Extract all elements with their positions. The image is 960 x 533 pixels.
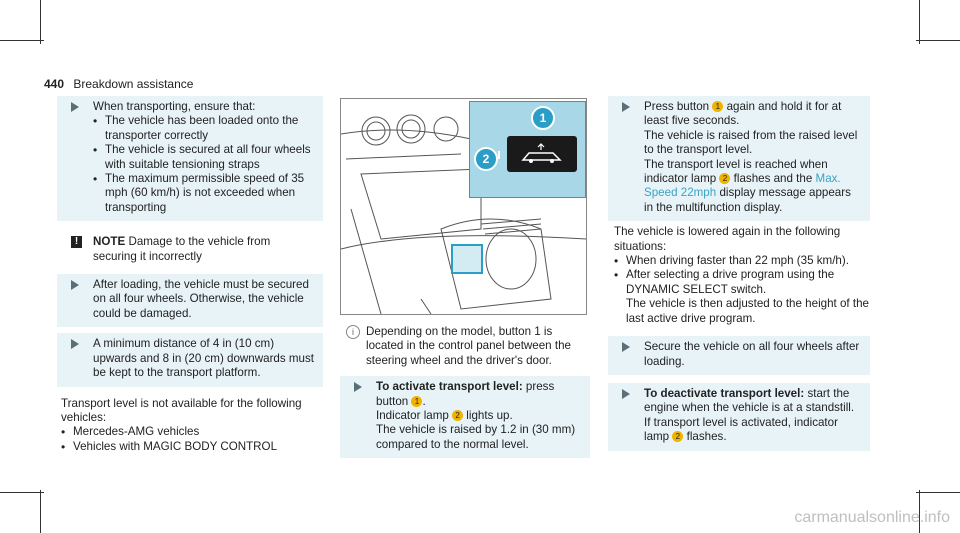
step-text: To deactivate transport level: start the…: [644, 387, 862, 416]
step-arrow-icon: [71, 102, 79, 112]
page-header: 440 Breakdown assistance: [44, 77, 193, 91]
paragraph-block: Transport level is not available for the…: [57, 387, 323, 455]
step-text: The vehicle is raised from the raised le…: [644, 128, 858, 157]
step-block: When transporting, ensure that: The vehi…: [57, 96, 323, 222]
step-title: To activate transport level:: [376, 380, 523, 394]
step-text-part: The transport level is reached when indi…: [644, 157, 828, 186]
column-right: Press button 1 again and hold it for at …: [608, 96, 870, 451]
callout-2: 2: [672, 431, 684, 443]
callout-2: 2: [452, 410, 464, 422]
step-arrow-icon: [71, 339, 79, 350]
callout-2: 2: [719, 173, 731, 185]
step-text-part: Press button: [644, 100, 710, 113]
section-title: Breakdown assistance: [73, 77, 194, 91]
transport-button: [507, 136, 577, 172]
list-item: After selecting a drive program using th…: [614, 268, 870, 297]
control-panel-illustration: [341, 114, 586, 314]
list-item: Mercedes-AMG vehicles: [61, 425, 323, 440]
callout-1: 1: [712, 101, 724, 112]
list-item: Vehicles with MAGIC BODY CONTROL: [61, 440, 323, 455]
step-block: Secure the vehicle on all four wheels af…: [608, 336, 870, 375]
note-block: ! NOTE Damage to the vehicle from securi…: [57, 231, 323, 268]
step-block: A minimum distance of 4 in (10 cm) upwar…: [57, 333, 323, 387]
paragraph: Transport level is not available for the…: [61, 396, 302, 424]
note-text: Damage to the vehicle from securing it i…: [93, 235, 271, 263]
crop-mark: [919, 490, 920, 533]
crop-mark: [0, 492, 44, 493]
step-text: The vehicle is raised by 1.2 in (30 mm) …: [376, 423, 576, 451]
button-location-highlight: [451, 244, 483, 274]
callout-1: 1: [531, 106, 555, 130]
step-text: Press button 1 again and hold it for at …: [644, 100, 862, 129]
step-text-part: again and hold it for at least five seco…: [644, 100, 842, 128]
watermark: carmanualsonline.info: [794, 508, 950, 526]
list-item: When driving faster than 22 mph (35 km/h…: [614, 254, 870, 269]
step-text-part: lights up.: [466, 409, 513, 423]
crop-mark: [0, 40, 44, 41]
crop-mark: [40, 0, 41, 44]
crop-mark: [919, 0, 920, 44]
paragraph-block: The vehicle is lowered again in the foll…: [608, 221, 870, 326]
step-title: To deactivate transport level:: [644, 386, 805, 400]
step-text: A minimum distance of 4 in (10 cm) upwar…: [93, 337, 315, 380]
callout-1: 1: [411, 395, 423, 407]
callout-2: 2: [474, 147, 498, 171]
column-middle: 1 2 i Depending on the model, button 1 i…: [340, 98, 590, 459]
step-text-part: start the engine when the vehicle is at …: [644, 386, 855, 415]
step-text-part: Indicator lamp: [376, 409, 449, 423]
step-text: Secure the vehicle on all four wheels af…: [644, 340, 860, 368]
step-arrow-icon: [622, 342, 630, 353]
step-arrow-icon: [622, 102, 630, 112]
figure: 1 2: [340, 98, 587, 315]
crop-mark: [916, 40, 960, 41]
step-block: To deactivate transport level: start the…: [608, 382, 870, 451]
list-item: The maximum permissible speed of 35 mph …: [93, 172, 315, 215]
note-label: NOTE: [93, 235, 126, 249]
info-block: i Depending on the model, button 1 is lo…: [340, 315, 590, 368]
warning-icon: !: [71, 236, 82, 249]
info-text: Depending on the model, button 1 is loca…: [366, 325, 571, 367]
list-item: The vehicle is secured at all four wheel…: [93, 143, 315, 172]
info-icon: i: [346, 325, 360, 339]
step-text: Indicator lamp 2 lights up.: [376, 409, 582, 423]
step-block: After loading, the vehicle must be secur…: [57, 274, 323, 328]
step-text-part: flashes and the: [733, 172, 813, 186]
list-item: The vehicle has been loaded onto the tra…: [93, 114, 315, 143]
crop-mark: [40, 490, 41, 533]
page-number: 440: [44, 77, 65, 91]
step-text-part: display message appears in the multifunc…: [644, 186, 851, 214]
crop-mark: [916, 492, 960, 493]
step-text-part: If transport level is activated, indicat…: [644, 415, 838, 444]
step-arrow-icon: [354, 382, 362, 393]
indicator-line: [498, 151, 500, 159]
step-block: To activate transport level: press butto…: [340, 376, 590, 459]
display-message: Max. Speed 22mph: [644, 172, 841, 200]
step-text-part: press button: [376, 380, 555, 408]
car-lift-icon: [521, 143, 562, 163]
step-text: When transporting, ensure that:: [93, 100, 256, 113]
step-text: To activate transport level: press butto…: [376, 380, 555, 408]
step-arrow-icon: [71, 280, 79, 291]
paragraph: The vehicle is lowered again in the foll…: [614, 225, 841, 253]
step-text-part: flashes.: [686, 430, 727, 444]
paragraph: The vehicle is then adjusted to the heig…: [626, 297, 869, 325]
column-left: When transporting, ensure that: The vehi…: [57, 96, 323, 455]
step-block: Press button 1 again and hold it for at …: [608, 96, 870, 222]
step-arrow-icon: [622, 388, 630, 399]
step-text: The transport level is reached when indi…: [644, 158, 862, 216]
step-text: After loading, the vehicle must be secur…: [93, 278, 309, 320]
step-text: If transport level is activated, indicat…: [644, 416, 862, 445]
